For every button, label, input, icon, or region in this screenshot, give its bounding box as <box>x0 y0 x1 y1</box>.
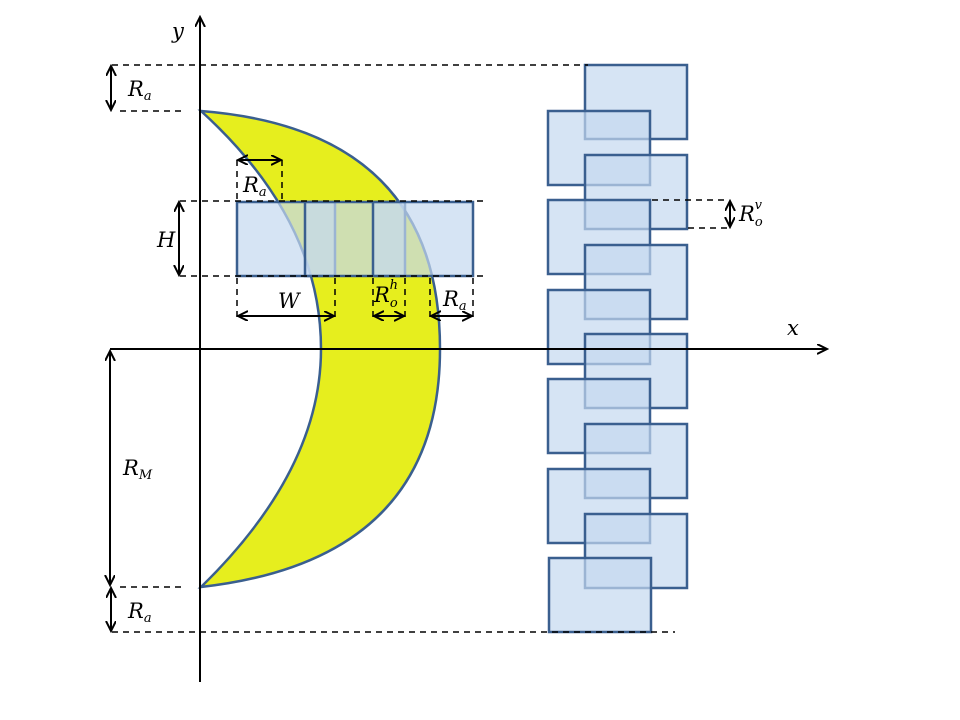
y-axis-label: y <box>171 19 185 43</box>
ra-label-box: Ra <box>242 173 267 200</box>
ra-label-right: Ra <box>442 287 467 314</box>
roh-label: Roh <box>373 278 398 311</box>
dimension-arrows <box>110 67 730 630</box>
horizontal-box-row <box>235 200 475 278</box>
ra-label-bottom: Ra <box>127 599 152 626</box>
ra-label-top: Ra <box>127 77 152 104</box>
rm-label: RM <box>122 456 153 483</box>
rov-label: Rov <box>738 198 763 230</box>
column-box-12 <box>547 556 653 634</box>
h-label: H <box>156 228 176 252</box>
x-axis-label: x <box>787 316 799 340</box>
w-label: W <box>278 289 302 313</box>
row-box-3 <box>371 200 475 278</box>
vertical-box-column <box>546 63 689 634</box>
